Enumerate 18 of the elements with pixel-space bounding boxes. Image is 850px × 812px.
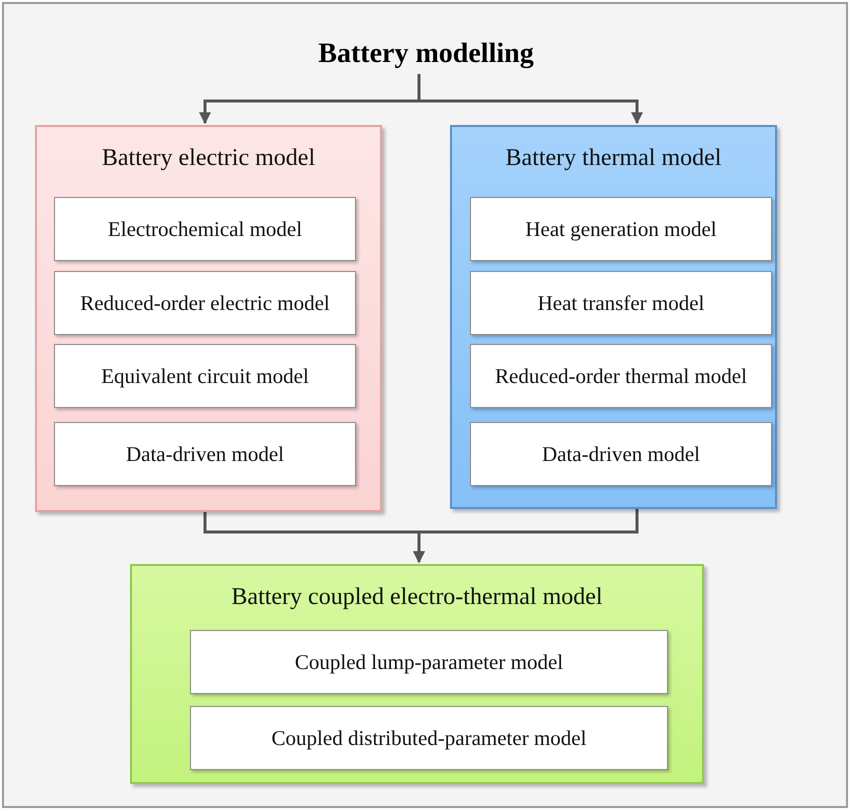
model-box: Electrochemical model: [54, 197, 356, 261]
group-panel: [35, 125, 382, 512]
arrow: [413, 509, 638, 564]
group-panel: [130, 564, 704, 784]
model-box: Heat generation model: [470, 197, 772, 261]
model-box: Equivalent circuit model: [54, 344, 356, 408]
model-box: Reduced-order thermal model: [470, 344, 772, 408]
panel-heading: Battery thermal model: [506, 145, 722, 173]
model-box: Data-driven model: [470, 422, 772, 486]
panel-heading: Battery coupled electro-thermal model: [231, 584, 603, 612]
model-box: Heat transfer model: [470, 271, 772, 335]
model-box: Data-driven model: [54, 422, 356, 486]
title-text: Battery modelling: [294, 34, 558, 74]
model-box: Coupled lump-parameter model: [190, 630, 668, 694]
model-box: Reduced-order electric model: [54, 271, 356, 335]
model-box: Coupled distributed-parameter model: [190, 706, 668, 770]
group-panel: [450, 125, 777, 509]
panel-heading: Battery electric model: [102, 145, 316, 173]
